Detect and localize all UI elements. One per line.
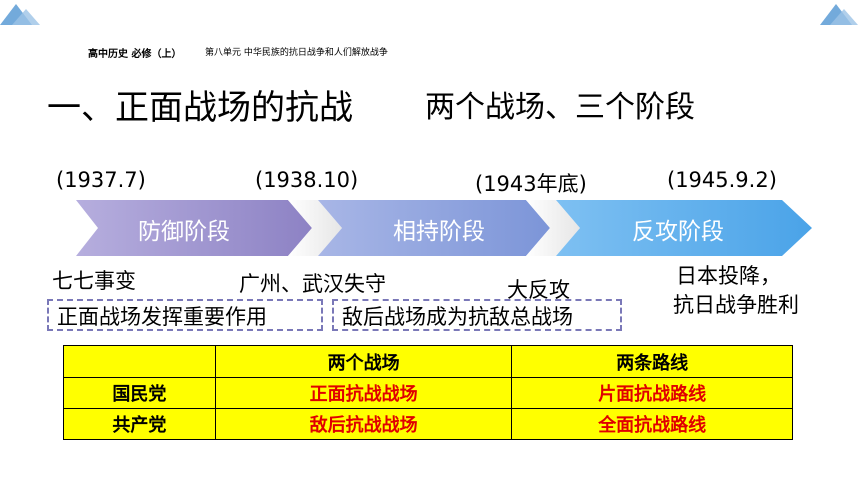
connector-chevron [526,200,580,256]
course-label: 高中历史 必修（上） [88,49,182,60]
table-row: 共产党 敌后抗战战场 全面抗战路线 [63,408,793,440]
table-row-label: 国民党 [63,377,216,409]
date-label: (1938.10) [255,168,359,192]
slide-title: 一、正面战场的抗战 [47,88,353,128]
stage-arrow-stalemate [318,200,550,256]
stage-label-counteroffensive: 反攻阶段 [632,219,724,245]
stage-label-defense: 防御阶段 [138,219,230,245]
table-cell: 全面抗战路线 [511,408,793,440]
date-label: (1943年底) [475,172,587,196]
event-label: 抗日战争胜利 [673,293,799,317]
table-cell: 敌后抗战战场 [214,408,513,440]
connector-chevron [288,200,342,256]
table-row-label: 共产党 [63,408,216,440]
table-header-row: 两个战场 两条路线 [63,345,793,378]
event-label: 广州、武汉失守 [239,272,386,296]
table-header-cell [63,345,216,378]
table-header-cell: 两个战场 [214,345,513,378]
note-box: 正面战场发挥重要作用 [47,299,323,331]
slide-subtitle: 两个战场、三个阶段 [425,90,695,125]
table-cell: 片面抗战路线 [511,377,793,409]
table-header-cell: 两条路线 [511,345,793,378]
table-row: 国民党 正面抗战战场 片面抗战路线 [63,377,793,409]
summary-table: 两个战场 两条路线 国民党 正面抗战战场 片面抗战路线 共产党 敌后抗战战场 全… [63,345,793,440]
date-label: (1937.7) [56,168,146,192]
note-box: 敌后战场成为抗敌总战场 [332,299,622,331]
date-label: (1945.9.2) [667,168,777,192]
event-label: 大反攻 [507,278,570,302]
event-label: 七七事变 [52,269,136,293]
corner-decoration-left [0,4,40,25]
stage-arrow-counteroffensive [556,200,812,256]
event-label: 日本投降， [676,264,781,288]
stage-arrow-defense [76,200,312,256]
stage-label-stalemate: 相持阶段 [393,219,485,245]
unit-label: 第八单元 中华民族的抗日战争和人们解放战争 [205,48,388,58]
table-cell: 正面抗战战场 [214,377,513,409]
corner-decoration-right [820,4,858,25]
